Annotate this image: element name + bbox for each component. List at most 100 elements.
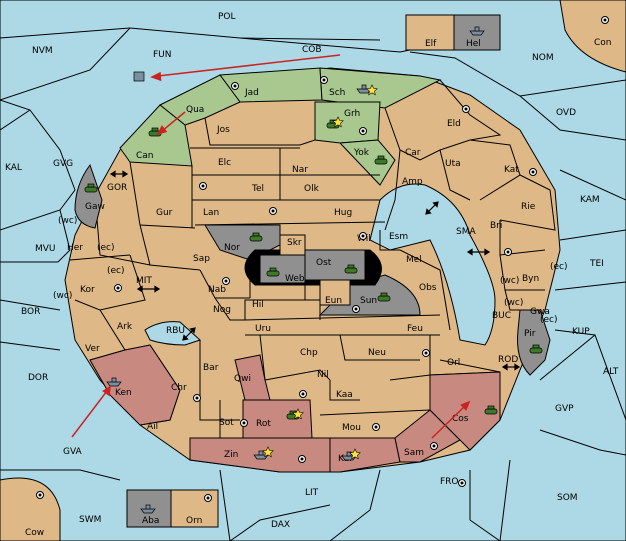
double-arrow-icon [425,201,439,215]
fleet-unit-icon [356,84,372,94]
order-arrows [71,54,471,439]
sea-label: FUN [153,50,172,60]
land-label: Yok [353,148,370,158]
land-label: Mou [342,423,361,433]
sea-label: GOR [107,183,127,193]
sea-label: OVD [556,108,576,118]
star-icon [292,408,304,420]
supply-center-icon [320,76,328,84]
province-qwi[interactable] [234,354,271,401]
sea-label: GVP [555,404,574,414]
land-label: Bri [490,221,502,231]
land-label: Qwi [234,374,251,384]
land-label: Mel [406,255,422,265]
sea-label: SOM [557,493,578,503]
sea-label: KUP [572,327,590,337]
sea-label: FRO [440,477,459,487]
sea-label: NOM [532,53,554,63]
fleet-unit-icon [253,450,269,460]
land-label: Jad [244,88,259,98]
province-eun[interactable] [319,279,351,306]
province-cos[interactable] [429,371,501,451]
land-label: Hil [252,300,264,310]
land-label: Kor [80,285,95,295]
land-label: Gwa [530,307,550,317]
land-label: Olk [304,184,320,194]
land-label: Rot [256,419,271,429]
fleets [106,26,485,514]
supply-center-icon [204,494,212,502]
double-arrow-icon [501,363,521,371]
land-label: Ost [316,258,332,268]
land-label: Lan [203,208,219,218]
land-label: Feu [407,324,423,334]
province-yok[interactable] [338,139,396,186]
coast-marker: (ec) [550,262,568,272]
province-sch[interactable] [319,67,442,109]
move-order-arrow [150,54,341,82]
inner-sea [369,183,496,346]
supply-center-icon [114,284,122,292]
land-label: Uta [445,159,461,169]
land-label: Ark [117,322,133,332]
supply-center-icon [222,277,230,285]
sea-labels: POL NVM FUN COB NOM OVD KAM TEI KUP ALT … [5,12,619,530]
land-label: Skr [287,238,302,248]
sea-label: LIT [305,488,319,498]
supply-center-icon [240,419,248,427]
land-label: Grh [344,109,360,119]
supply-center-icon [462,105,470,113]
sea-label: ALT [603,367,619,377]
land-label: Gur [156,208,173,218]
coast-marker: (ec) [540,315,558,325]
province-cow[interactable] [0,477,61,541]
land-label: Nab [208,285,226,295]
supply-center-icon [504,248,512,256]
land-label: Web [285,274,305,284]
fleet-unit-icon [133,71,145,82]
land-label: Tel [251,184,264,194]
province-pir[interactable] [517,309,551,376]
sea-label: NVM [32,46,53,56]
sea-label: GVA [63,447,83,457]
land-label: Eld [447,119,461,129]
land-label: Uru [255,324,271,334]
land-label: Nar [292,165,308,175]
land-label: Esm [389,232,408,242]
supply-center-icon [422,349,430,357]
land-label: Hel [466,39,481,49]
land-label: Cos [452,414,469,424]
sea-borders [0,27,626,541]
land-label: Byn [522,274,539,284]
land-label: Obs [419,283,437,293]
land-label: Hug [334,208,352,218]
land-label: Nil [317,370,329,380]
supply-center-icon [430,442,438,450]
land-label: Sch [329,88,345,98]
fleet-unit-icon [106,377,122,387]
province-kar[interactable] [329,437,401,473]
sea-label: KAL [5,163,22,173]
land-label: Neu [368,348,386,358]
supply-center-icon [36,491,44,499]
land-label: Sun [360,296,377,306]
province-gaw[interactable] [74,163,103,229]
sea-label: MVU [35,244,56,254]
sea-label: BOR [21,307,40,317]
land-label: Sam [404,448,424,458]
land-label: Gaw [85,202,105,212]
land-label: Orl [447,358,460,368]
coast-marker: (wc) [504,298,523,308]
army-unit-icon [484,405,498,415]
supply-center-icon [193,394,201,402]
province-elf[interactable] [405,14,455,51]
land-label: Ken [115,388,132,398]
land-label: Bar [203,363,219,373]
land-label: Kat [504,165,519,175]
sea-label: MIT [136,276,152,286]
supply-center-icon [199,182,207,190]
province-ost[interactable] [304,249,366,281]
supply-center-icon [372,423,380,431]
sea-label: POL [218,12,236,22]
province-ken[interactable] [89,344,181,426]
